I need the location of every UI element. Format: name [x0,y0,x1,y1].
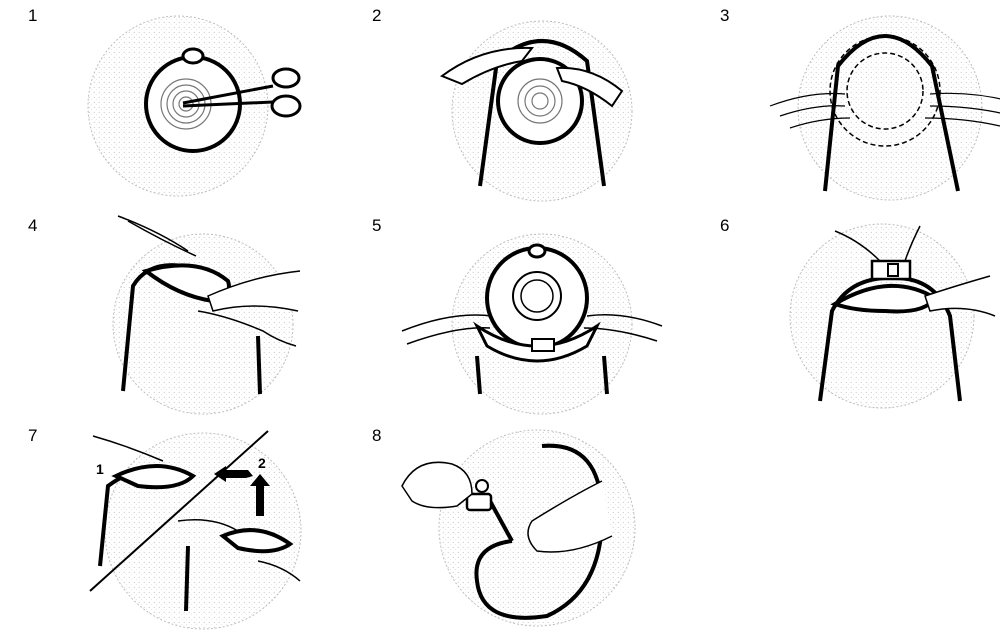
step-7: 7 1 2 [28,426,358,636]
step-6: 6 [720,216,1000,426]
sub-step-label: 1 [96,461,104,477]
position-flange-icon [720,6,1000,216]
attach-bag-icon [372,216,702,426]
step-2: 2 [372,6,702,216]
drain-valve-icon [372,426,702,636]
cut-opening-icon [28,6,358,216]
remove-steps-icon: 1 2 [28,426,358,636]
peel-backing-icon [372,6,702,216]
step-4: 4 [28,216,358,426]
close-clip-icon [720,216,1000,426]
sub-step-label: 2 [258,455,266,471]
step-3: 3 [720,6,1000,216]
step-1: 1 [28,6,358,216]
step-8: 8 [372,426,702,636]
press-edge-icon [28,216,358,426]
step-5: 5 [372,216,702,426]
